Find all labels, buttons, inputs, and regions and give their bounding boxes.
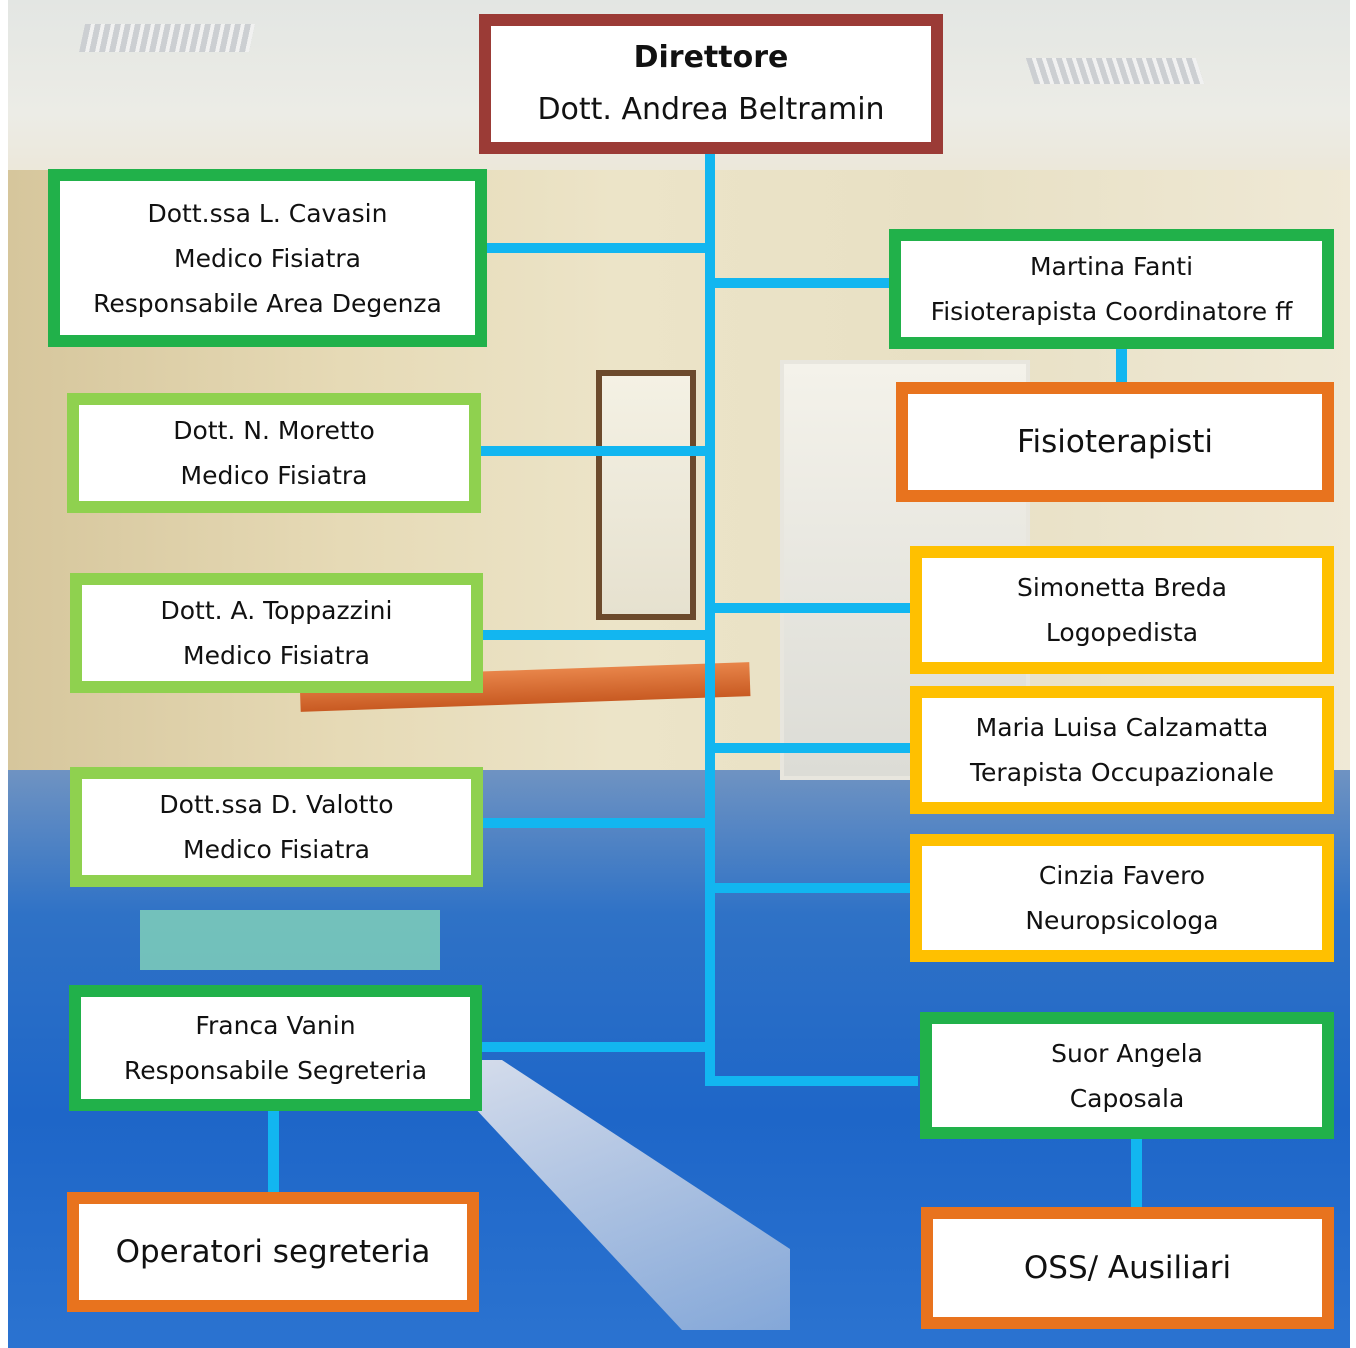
group-label: Operatori segreteria (115, 1233, 431, 1270)
staff-role: Medico Fisiatra (180, 461, 368, 490)
connector-breda (710, 603, 912, 613)
staff-name: Maria Luisa Calzamatta (975, 713, 1269, 742)
staff-role: Fisioterapista Coordinatore ff (930, 297, 1293, 326)
director-title: Direttore (633, 40, 789, 75)
connector-cavasin (485, 243, 710, 253)
staff-role: Logopedista (1045, 618, 1199, 647)
image-border (1350, 0, 1356, 1348)
staff-role: Medico Fisiatra (183, 641, 370, 670)
staff-role: Medico Fisiatra (174, 243, 361, 273)
director-box: Direttore Dott. Andrea Beltramin (479, 14, 943, 154)
group-box-segreteria: Operatori segreteria (67, 1192, 479, 1312)
connector-trunk (705, 148, 715, 1086)
connector-valotto (481, 818, 710, 828)
connector-vanin (481, 1042, 710, 1052)
staff-name: Dott.ssa L. Cavasin (147, 198, 388, 228)
balance-board (140, 910, 440, 970)
staff-box-breda: Simonetta Breda Logopedista (910, 546, 1334, 674)
staff-role: Caposala (1069, 1083, 1185, 1113)
staff-name: Dott.ssa D. Valotto (159, 790, 394, 819)
background-door (596, 370, 696, 620)
connector-moretto (479, 446, 710, 456)
connector-fanti (710, 278, 892, 288)
ceiling-light (79, 24, 255, 52)
staff-name: Cinzia Favero (1038, 861, 1206, 890)
staff-box-toppazzini: Dott. A. Toppazzini Medico Fisiatra (70, 573, 483, 693)
staff-box-favero: Cinzia Favero Neuropsicologa (910, 834, 1334, 962)
group-label: OSS/ Ausiliari (1023, 1249, 1232, 1286)
staff-box-fanti: Martina Fanti Fisioterapista Coordinator… (889, 229, 1334, 349)
staff-name: Martina Fanti (1029, 252, 1194, 281)
connector-calzamatta (710, 743, 912, 753)
connector-favero (710, 883, 912, 893)
staff-box-valotto: Dott.ssa D. Valotto Medico Fisiatra (70, 767, 483, 887)
staff-role: Medico Fisiatra (183, 835, 370, 864)
staff-role: Responsabile Segreteria (123, 1056, 428, 1085)
staff-box-calzamatta: Maria Luisa Calzamatta Terapista Occupaz… (910, 686, 1334, 814)
group-box-fisioterapisti: Fisioterapisti (896, 382, 1334, 502)
connector-oss (1131, 1136, 1142, 1210)
connector-segreteria (268, 1108, 279, 1198)
connector-angela (710, 1076, 918, 1086)
connector-fisioterapisti (1116, 344, 1127, 386)
group-box-oss: OSS/ Ausiliari (921, 1207, 1334, 1329)
staff-name: Simonetta Breda (1016, 573, 1227, 602)
staff-name: Suor Angela (1051, 1038, 1203, 1068)
image-border (0, 0, 8, 1348)
staff-name: Franca Vanin (195, 1011, 356, 1040)
staff-box-angela: Suor Angela Caposala (920, 1012, 1334, 1139)
staff-box-vanin: Franca Vanin Responsabile Segreteria (69, 985, 482, 1111)
connector-toppazzini (481, 630, 710, 640)
staff-box-cavasin: Dott.ssa L. Cavasin Medico Fisiatra Resp… (48, 169, 487, 347)
ceiling-light (1025, 58, 1205, 84)
staff-role: Terapista Occupazionale (970, 758, 1274, 787)
group-label: Fisioterapisti (1016, 423, 1214, 460)
staff-name: Dott. N. Moretto (173, 416, 375, 445)
staff-box-moretto: Dott. N. Moretto Medico Fisiatra (67, 393, 481, 513)
staff-extra-role: Responsabile Area Degenza (93, 288, 442, 318)
staff-role: Neuropsicologa (1025, 906, 1219, 935)
director-name: Dott. Andrea Beltramin (537, 92, 885, 127)
staff-name: Dott. A. Toppazzini (160, 596, 393, 625)
